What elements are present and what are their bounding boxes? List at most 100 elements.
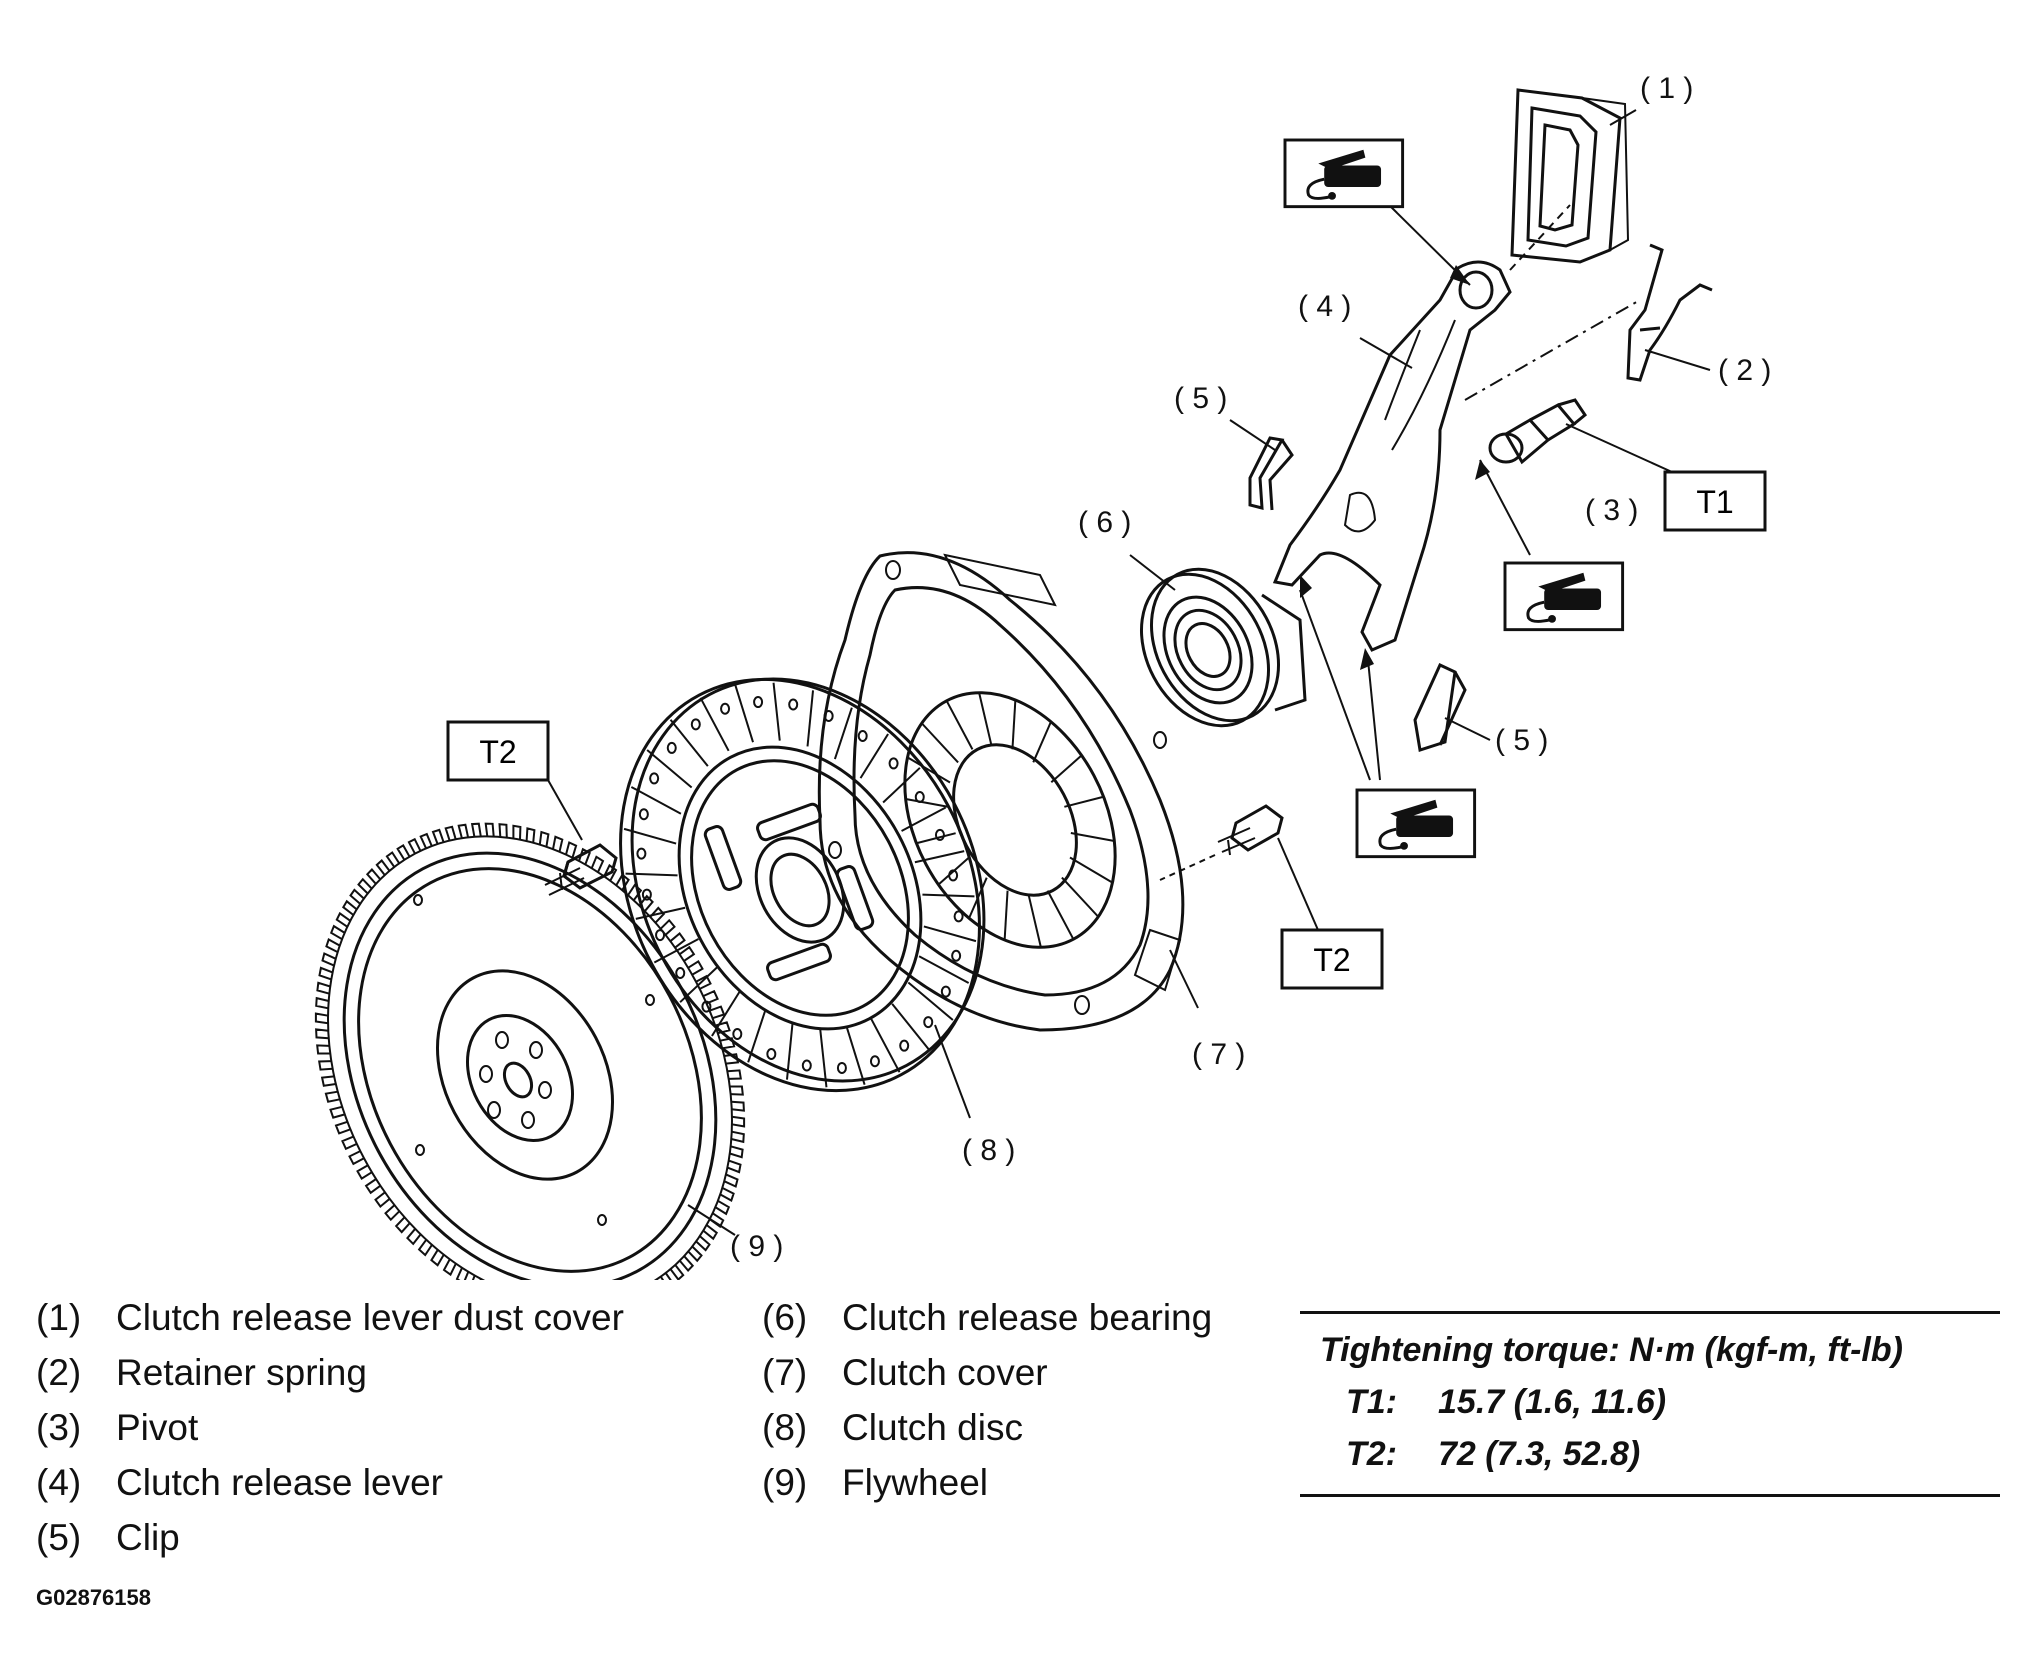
arrowheads	[1300, 265, 1490, 670]
diaphragm-finger	[945, 700, 974, 750]
flywheel	[327, 835, 733, 1280]
rivet	[766, 1048, 777, 1061]
flywheel-ring-gear	[314, 822, 746, 1280]
friction-segment-line	[625, 872, 678, 877]
legend-item: (1)Clutch release lever dust cover	[36, 1296, 624, 1338]
friction-segment-line	[669, 719, 709, 767]
diaphragm-finger	[1027, 894, 1042, 948]
rivet	[701, 1000, 712, 1013]
rivet	[720, 702, 731, 715]
rivet	[801, 1059, 812, 1072]
callout-3: ( 3 )	[1585, 494, 1638, 527]
legend-item: (5)Clip	[36, 1516, 180, 1558]
diaphragm-finger	[1046, 890, 1075, 940]
torque-tag-t2-left: T2	[446, 720, 550, 782]
friction-segment-line	[747, 1010, 767, 1063]
legend-item: (7)Clutch cover	[762, 1351, 1048, 1393]
torque-row-t2: T2:72 (7.3, 52.8)	[1346, 1434, 1641, 1473]
clutch-release-lever-dust-cover	[1510, 88, 1630, 264]
friction-segment-line	[711, 991, 741, 1037]
torque-row-t1: T1:15.7 (1.6, 11.6)	[1346, 1382, 1667, 1421]
diaphragm-finger	[1069, 856, 1113, 884]
clip-lower	[1413, 663, 1467, 752]
torque-spec-table: Tightening torque: N·m (kgf-m, ft-lb) T1…	[1300, 1311, 2000, 1497]
friction-segment-line	[870, 1018, 901, 1073]
friction-segment-line	[699, 697, 730, 752]
pivot	[1488, 398, 1588, 465]
friction-segment-line	[653, 938, 699, 964]
rivet	[641, 888, 652, 901]
exploded-clutch-diagram: T1 T2 T2 ( 1 ) ( 2 ) ( 3 ) ( 4 ) ( 5 ) (…	[314, 72, 1771, 1280]
clutch-cover-bolt	[1217, 804, 1284, 856]
rivet	[666, 741, 677, 754]
torque-tag-t1: T1	[1663, 470, 1767, 532]
friction-segment-line	[923, 925, 977, 943]
rivet	[951, 949, 962, 962]
rivet	[923, 1016, 934, 1029]
rivet	[655, 929, 666, 942]
friction-segment-line	[679, 966, 718, 1003]
torque-title: Tightening torque: N·m (kgf-m, ft-lb)	[1320, 1330, 1903, 1369]
legend-item: (8)Clutch disc	[762, 1406, 1023, 1448]
friction-segment-line	[901, 806, 947, 832]
retainer-spring	[1626, 243, 1713, 382]
friction-segment-line	[819, 1029, 828, 1088]
diaphragm-finger	[907, 756, 951, 784]
grease-gun-icon	[1503, 561, 1625, 632]
callout-4: ( 4 )	[1298, 290, 1351, 323]
rivet	[732, 1028, 743, 1041]
friction-segment-line	[891, 1003, 931, 1051]
diaphragm-finger	[1011, 699, 1017, 750]
rivet	[934, 828, 945, 841]
svg-text:T2: T2	[1313, 942, 1350, 978]
grease-gun-icon	[1355, 788, 1477, 859]
friction-segment-line	[630, 786, 682, 815]
legend-item: (6)Clutch release bearing	[762, 1296, 1213, 1338]
rivet	[638, 808, 649, 821]
leader-lines	[547, 109, 1711, 1236]
friction-segment-line	[646, 749, 693, 789]
rivet	[940, 985, 951, 998]
torque-tag-t2-right: T2	[1280, 928, 1384, 990]
friction-segment-line	[882, 767, 921, 804]
svg-text:T2: T2	[479, 734, 516, 770]
clutch-release-lever	[1272, 260, 1512, 652]
friction-segment-line	[623, 827, 677, 845]
ring-gear-teeth	[314, 822, 746, 1280]
figure-code: G02876158	[36, 1585, 151, 1610]
diaphragm-finger	[937, 856, 970, 886]
diaphragm-finger	[1003, 890, 1009, 941]
clutch-disc	[619, 677, 986, 1093]
diaphragm-finger	[905, 798, 950, 809]
legend-left: (1)Clutch release lever dust cover (2)Re…	[36, 1290, 624, 1565]
callout-6: ( 6 )	[1078, 506, 1131, 539]
clip-upper	[1248, 436, 1294, 511]
friction-segment-line	[846, 1027, 866, 1086]
legend-right: (6)Clutch release bearing (7)Clutch cove…	[762, 1290, 1212, 1510]
rivet	[675, 967, 686, 980]
legend-item: (2)Retainer spring	[36, 1351, 367, 1393]
friction-segment-line	[772, 682, 781, 741]
friction-segment-line	[734, 684, 754, 743]
rivet	[636, 847, 647, 860]
callout-1: ( 1 )	[1640, 72, 1693, 105]
callout-2: ( 2 )	[1718, 354, 1771, 387]
rivet	[836, 1061, 847, 1074]
friction-segment-line	[833, 707, 853, 760]
legend-item: (4)Clutch release lever	[36, 1461, 443, 1503]
callout-5-upper: ( 5 )	[1174, 382, 1227, 415]
rivet	[690, 718, 701, 731]
rivet	[788, 698, 799, 711]
diaphragm-finger	[968, 877, 988, 919]
diaphragm-finger	[1070, 831, 1115, 842]
friction-segment-line	[859, 733, 889, 779]
grease-gun-icon	[1283, 138, 1405, 209]
rivet	[888, 757, 899, 770]
flywheel-bolt	[544, 843, 618, 896]
diaphragm-finger	[978, 692, 993, 746]
callout-8: ( 8 )	[962, 1134, 1015, 1167]
callout-7: ( 7 )	[1192, 1038, 1245, 1071]
diaphragm-finger	[916, 832, 956, 845]
friction-segment-line	[806, 690, 815, 747]
clutch-release-bearing	[1139, 567, 1307, 728]
